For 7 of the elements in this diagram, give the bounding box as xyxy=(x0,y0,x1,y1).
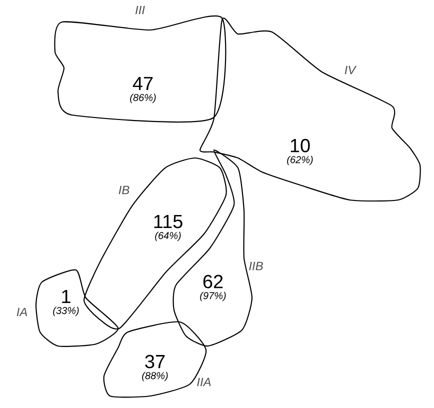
region-outline: 47 (86%) xyxy=(54,15,226,123)
region-label: IB xyxy=(118,186,130,194)
region-label: III xyxy=(135,6,145,14)
region-label: IIB xyxy=(249,262,263,270)
region-label: IA xyxy=(16,308,28,316)
region-outline: 1 (33%) xyxy=(35,269,119,347)
region-label: IV xyxy=(344,66,357,74)
